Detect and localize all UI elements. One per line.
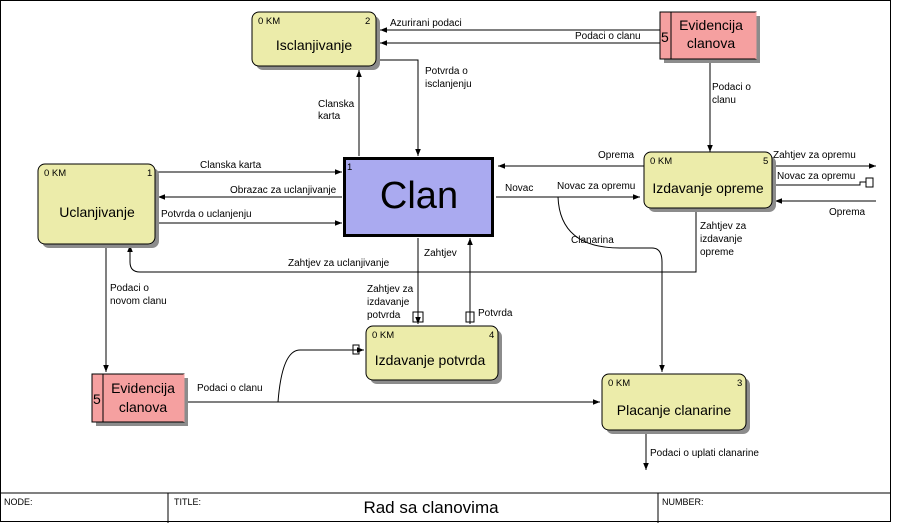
process-title: Izdavanje opreme [652,180,764,196]
flow-label-clanska-karta: Clanska karta [200,160,262,171]
entity-number: 1 [347,162,352,173]
process-number: 3 [737,378,742,389]
process-uclanjivanje[interactable]: 0 KM 1 Uclanjivanje [37,163,159,248]
flow-lines [103,27,876,470]
process-number: 4 [489,330,494,341]
store-number: 5 [93,391,101,407]
data-store-evidencija-clanova-top[interactable]: 5 Evidencija clanova [659,11,760,63]
store-title-line1: Evidencija [679,17,743,33]
flow-label-oprema-right: Oprema [829,207,866,218]
flow-label-potvrda-o-uclanjenju: Potvrda o uclanjenju [161,209,252,220]
process-title: Uclanjivanje [59,204,135,220]
process-title: Izdavanje potvrda [375,352,486,368]
process-isclanjivanje[interactable]: 0 KM 2 Isclanjivanje [251,11,380,70]
flow-label-novac-za-opremu-left: Novac za opremu [557,181,635,192]
flow-label-zahtjev: Zahtjev [424,248,457,259]
process-title: Placanje clanarine [617,402,732,418]
process-title: Isclanjivanje [276,37,352,53]
flow-label-zahtjev-za-izdavanje-opreme-3: opreme [700,247,734,258]
flow-label-podaci-o-clanu-store-2: clanu [712,95,736,106]
diagram-footer: NODE: TITLE: Rad sa clanovima NUMBER: [0,492,891,523]
process-cost: 0 KM [608,378,630,389]
flow-label-clanska-karta-v-2: karta [318,111,341,122]
process-izdavanje-potvrda[interactable]: 0 KM 4 Izdavanje potvrda [365,325,502,384]
flow-label-zahtjev-za-izdavanje-potvrda-2: izdavanje [367,297,410,308]
store-title-line2: clanova [687,35,735,51]
flow-label-zahtjev-za-opremu: Zahtjev za opremu [773,150,856,161]
process-placanje-clanarine[interactable]: 0 KM 3 Placanje clanarine [601,373,750,434]
flow-label-novac: Novac [505,183,533,194]
process-cost: 0 KM [372,330,394,341]
store-number: 5 [661,29,669,45]
flow-label-clanska-karta-v: Clanska [318,99,355,110]
process-number: 2 [365,16,370,27]
process-number: 5 [763,156,768,167]
flow-label-zahtjev-za-izdavanje-opreme-2: izdavanje [700,234,743,245]
flow-label-podaci-o-uplati-clanarine: Podaci o uplati clanarine [650,448,759,459]
flow-label-potvrda-o-isclanjenju-2: isclanjenju [425,79,472,90]
flow-label-potvrda: Potvrda [478,308,513,319]
entity-title: Clan [380,175,458,217]
flow-label-potvrda-o-isclanjenju: Potvrda o [425,66,468,77]
data-store-evidencija-clanova-bottom[interactable]: 5 Evidencija clanova [91,373,188,426]
flow-label-clanarina: Clanarina [571,235,614,246]
process-izdavanje-opreme[interactable]: 0 KM 5 Izdavanje opreme [643,151,776,212]
flow-label-zahtjev-za-izdavanje-potvrda-3: potvrda [367,310,401,321]
footer-title: Rad sa clanovima [363,498,499,517]
process-cost: 0 KM [650,156,672,167]
flow-label-podaci-o-novom-clanu-2: novom clanu [110,296,167,307]
flow-label-obrazac: Obrazac za uclanjivanje [230,185,337,196]
flow-label-zahtjev-za-uclanjivanje: Zahtjev za uclanjivanje [288,258,390,269]
store-title-line2: clanova [119,399,167,415]
flow-labels: Azurirani podaci Podaci o clanu Potvrda … [110,18,866,459]
flow-label-zahtjev-za-izdavanje-opreme: Zahtjev za [700,221,747,232]
process-cost: 0 KM [258,16,280,27]
flow-label-podaci-o-novom-clanu: Podaci o [110,283,149,294]
external-entity-clan[interactable]: 1 Clan [343,157,494,237]
store-title-line1: Evidencija [111,380,175,396]
process-number: 1 [147,168,152,179]
flow-label-novac-za-opremu-right: Novac za opremu [777,171,855,182]
flow-label-podaci-o-clanu-store: Podaci o [712,82,751,93]
flow-label-azurirani-podaci: Azurirani podaci [390,18,462,29]
footer-number-label: NUMBER: [662,497,704,507]
flow-label-zahtjev-za-izdavanje-potvrda: Zahtjev za [367,284,414,295]
process-cost: 0 KM [44,168,66,179]
footer-node-label: NODE: [4,497,33,507]
flow-label-oprema-left: Oprema [598,150,635,161]
flow-label-podaci-o-clanu-bottom: Podaci o clanu [197,383,263,394]
footer-title-label: TITLE: [174,497,201,507]
flow-label-podaci-o-clanu-top: Podaci o clanu [575,31,641,42]
